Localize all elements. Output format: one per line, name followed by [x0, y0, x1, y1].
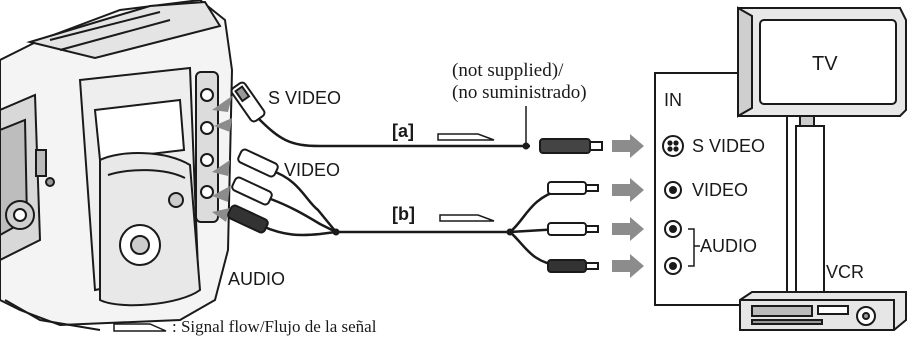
label-video: VIDEO	[284, 160, 340, 180]
camcorder-illustration	[0, 0, 234, 331]
tv-input-arrows	[612, 134, 644, 278]
audio-bracket	[688, 228, 700, 267]
tv-set	[737, 6, 907, 127]
label-tv-video: VIDEO	[692, 180, 748, 200]
cable-junction-left	[332, 228, 340, 236]
label-not-supplied: (not supplied)/	[452, 60, 564, 81]
label-in: IN	[664, 90, 682, 110]
label-s-video: S VIDEO	[268, 88, 341, 108]
signal-flow-arrows	[437, 133, 495, 222]
label-audio: AUDIO	[228, 269, 285, 289]
label-tv-s-video: S VIDEO	[692, 136, 765, 156]
cable-junction-s	[522, 142, 530, 150]
legend-text: : Signal flow/Flujo de la señal	[172, 317, 377, 336]
camcorder-output-arrows	[212, 96, 232, 222]
tv-jacks	[662, 135, 684, 275]
vcr-illustration	[739, 291, 907, 331]
camcorder-side-plugs	[227, 81, 279, 234]
label-tv: TV	[812, 53, 838, 75]
tv-stand	[795, 125, 825, 299]
label-vcr: VCR	[826, 262, 864, 282]
label-cable-a: [a]	[392, 121, 414, 141]
tv-side-plugs	[539, 138, 603, 273]
label-cable-b: [b]	[392, 204, 415, 224]
legend-signal-arrow-icon	[113, 323, 167, 332]
cable-junction-right	[506, 228, 514, 236]
label-tv-audio: AUDIO	[700, 236, 757, 256]
label-no-suministrado: (no suministrado)	[452, 82, 587, 103]
